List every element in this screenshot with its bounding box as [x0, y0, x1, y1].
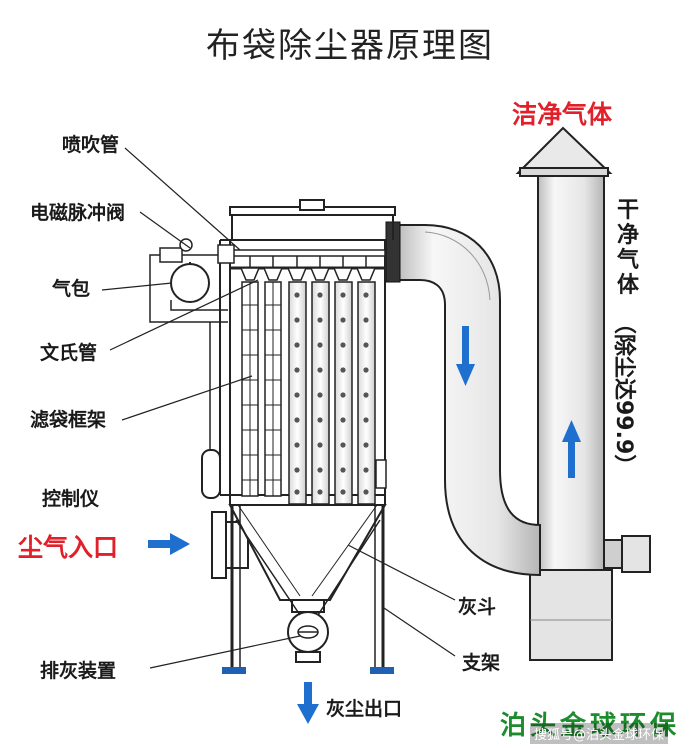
chimney: [515, 126, 651, 661]
hopper: [228, 495, 387, 601]
label-clean-gas: 洁净气体: [512, 100, 613, 129]
filter-bags: [288, 281, 376, 505]
baghouse-body: [219, 199, 396, 505]
label-dust-inlet: 尘气入口: [18, 533, 119, 562]
label-pulse-valve: 电磁脉冲阀: [30, 202, 126, 224]
label-dust-removal-rate: （除尘达99.9）: [611, 312, 636, 477]
label-ash-discharge: 排灰装置: [40, 660, 117, 682]
label-venturi: 文氏管: [40, 342, 98, 364]
label-controller: 控制仪: [42, 488, 100, 510]
label-bag-cage: 滤袋框架: [30, 409, 107, 431]
support-legs: [222, 505, 394, 674]
filter-cages: [241, 281, 282, 497]
outlet-duct: [385, 221, 541, 577]
pulse-valve: [159, 238, 235, 264]
brand-logo-text: 泊头金球环保: [500, 711, 681, 741]
watermark: 搜狐号@泊头金球环保: [530, 723, 669, 744]
flow-arrow-down: [456, 326, 475, 386]
outlet-arrow: [297, 682, 319, 724]
label-dry-clean-gas: 干净气体: [616, 198, 639, 298]
label-nozzle-pipe: 喷吹管: [62, 134, 120, 156]
leader-lines: [101, 147, 456, 669]
label-hopper: 灰斗: [458, 596, 497, 618]
flow-arrow-up: [562, 420, 581, 478]
ash-discharge-valve: [287, 599, 329, 663]
air-bag: [170, 262, 210, 303]
venturi-cones: [239, 267, 377, 281]
label-air-bag: 气包: [52, 278, 91, 300]
label-support: 支架: [462, 652, 501, 674]
controller-box: [201, 449, 221, 499]
diagram-title: 布袋除尘器原理图: [206, 26, 494, 66]
label-dust-outlet: 灰尘出口: [326, 698, 403, 720]
control-lines: [149, 254, 228, 450]
inlet-arrow: [148, 533, 190, 555]
